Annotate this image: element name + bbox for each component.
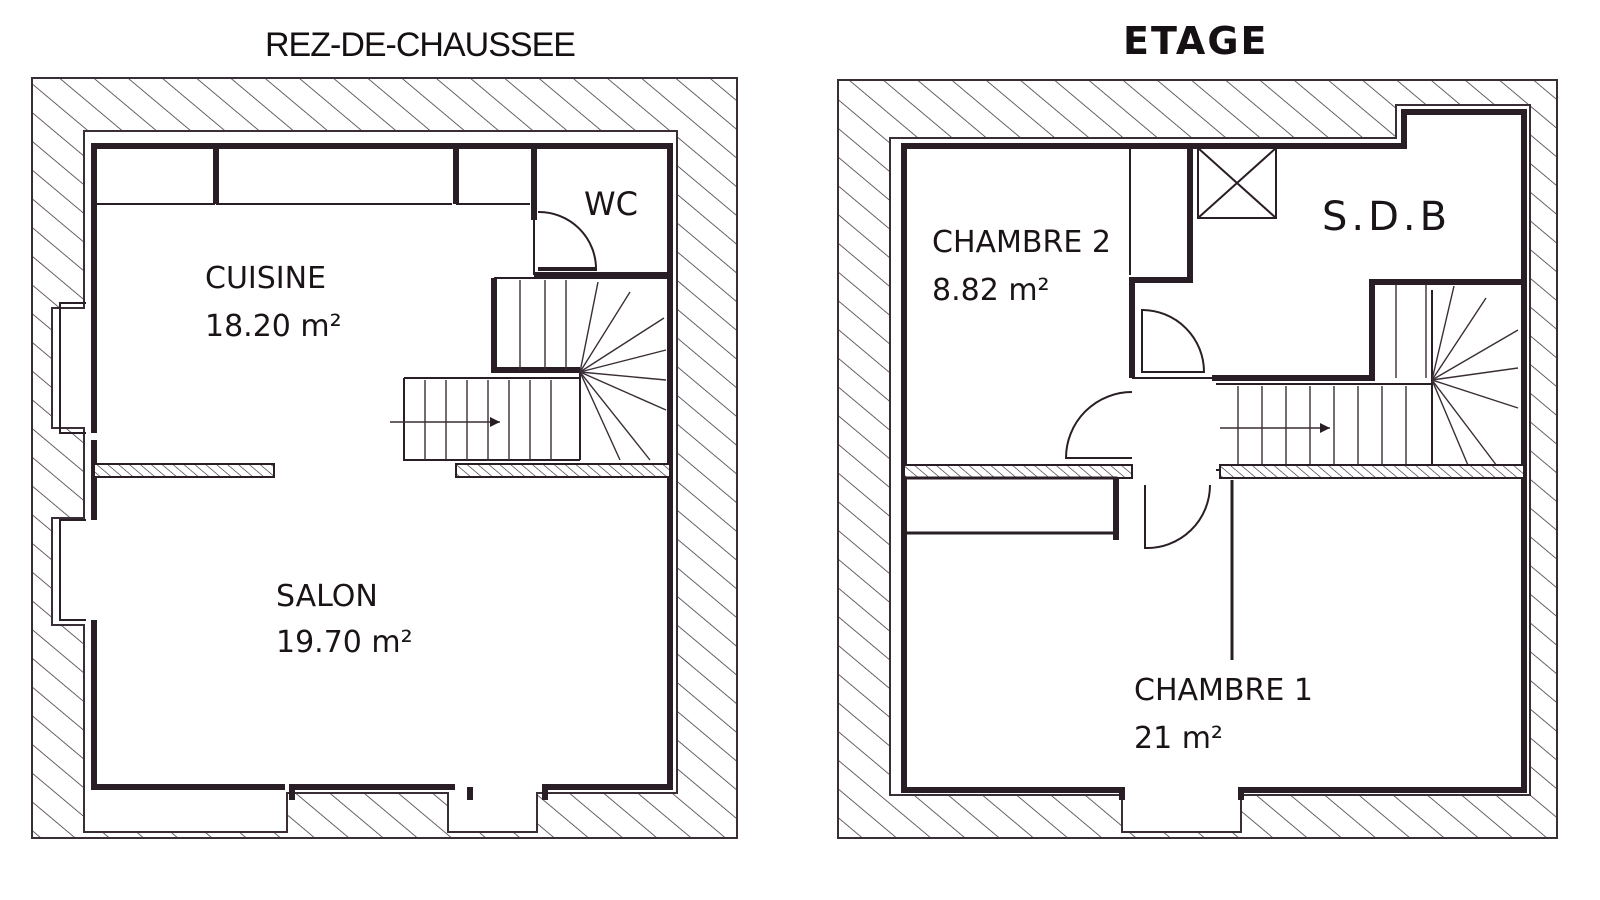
room-name-chambre-1: CHAMBRE 1 [1134,673,1313,708]
wc-door-swing [537,210,598,271]
sdb-wall [1129,146,1524,381]
room-area-salon: 19.70 m² [276,625,413,660]
room-name-sdb: S.D.B [1322,194,1451,240]
partition-wall-right [1219,464,1525,479]
room-area-cuisine: 18.20 m² [205,309,342,344]
room-name-cuisine: CUISINE [205,261,326,296]
floor-title: REZ-DE-CHAUSSEE [265,26,575,64]
ventilation-shaft [1197,147,1277,219]
partition-wall-left [93,463,275,478]
room-name-chambre-2: CHAMBRE 2 [932,225,1111,260]
room-area-chambre-1: 21 m² [1134,721,1223,756]
partition-wall-left [903,464,1133,479]
door-swing-chambre-1 [1144,484,1211,550]
staircase [390,277,670,461]
floor-title: ETAGE [1123,19,1269,63]
interior-wall-outline [901,109,1527,800]
upper-floor-plan: ETAGE [837,19,1558,839]
staircase [1216,284,1519,471]
door-swing-sdb [1141,308,1206,373]
room-area-chambre-2: 8.82 m² [932,273,1050,308]
partition-wall-right [455,463,671,478]
door-swing-chambre-2 [1064,391,1133,459]
room-name-salon: SALON [276,579,378,614]
room-name-wc: WC [584,185,638,223]
ground-floor-plan: REZ-DE-CHAUSSEE [31,26,738,839]
interior-floor [51,130,678,833]
